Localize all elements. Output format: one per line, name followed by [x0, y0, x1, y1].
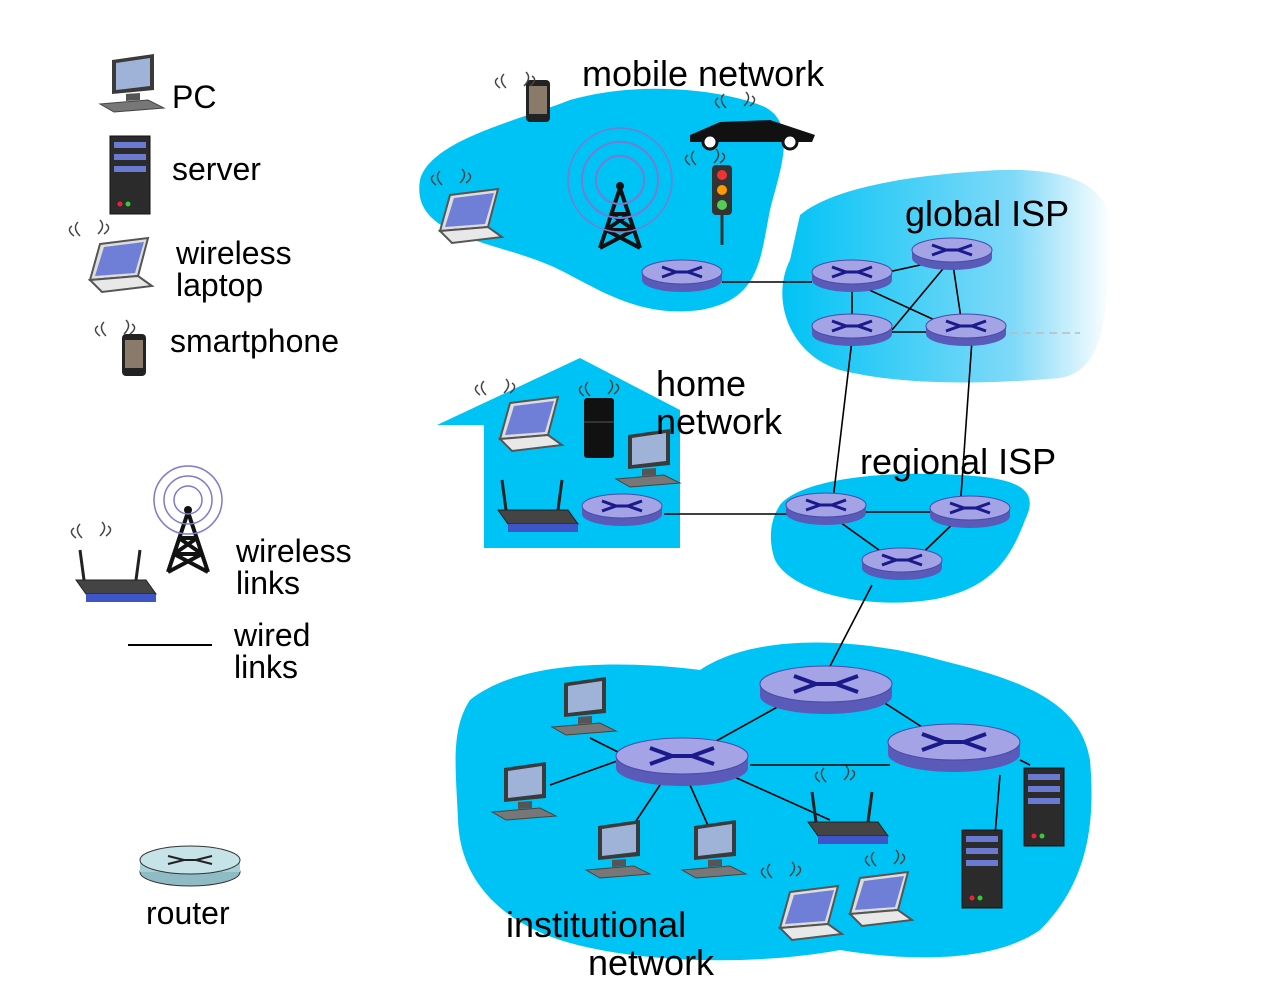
legend-server-label: server: [172, 151, 261, 187]
router-global-2: [910, 236, 994, 272]
router-global-1: [810, 258, 894, 294]
legend: PC server wireless laptop smartphone wir…: [68, 53, 352, 931]
legend-router-icon: [139, 845, 241, 887]
legend-pc-icon: [99, 53, 165, 113]
legend-wired-links-line2: links: [234, 649, 298, 685]
legend-wireless-laptop-line2: laptop: [176, 267, 263, 303]
institutional-network-label-line1: institutional: [506, 904, 686, 945]
legend-wireless-icon: [70, 521, 112, 539]
regional-isp-area: [770, 473, 1030, 603]
legend-wireless-links-line2: links: [236, 565, 300, 601]
mobile-network-area: [419, 88, 784, 312]
router-regional-2: [928, 494, 1012, 530]
legend-router-label: router: [146, 895, 230, 931]
legend-wireless-icon: [68, 219, 110, 237]
legend-pc-label: PC: [172, 79, 216, 115]
router-global-4: [924, 312, 1008, 348]
router-regional-1: [784, 491, 868, 527]
refrigerator-icon: [584, 398, 614, 458]
router-inst-3: [886, 722, 1022, 774]
router-global-3: [810, 312, 894, 348]
global-isp-label: global ISP: [905, 193, 1069, 234]
home-network-label-line1: home: [656, 363, 746, 404]
server-icon: [1023, 767, 1065, 847]
legend-server-icon: [109, 135, 151, 215]
router-regional-3: [860, 546, 944, 582]
legend-tower-icon: [153, 465, 223, 574]
router-mobile: [640, 258, 724, 294]
institutional-network-label-line2: network: [588, 942, 715, 983]
legend-laptop-icon: [89, 237, 153, 293]
home-network-label-line2: network: [656, 401, 783, 442]
mobile-network-label: mobile network: [582, 53, 825, 94]
router-inst-2: [614, 736, 750, 788]
server-icon: [961, 829, 1003, 909]
legend-smartphone-label: smartphone: [170, 323, 339, 359]
legend-wireless-laptop-line1: wireless: [175, 235, 292, 271]
cell-tower-icon: [567, 127, 673, 250]
car-icon: [690, 120, 815, 151]
router-home: [580, 492, 664, 528]
traffic-light-icon: [712, 165, 732, 245]
legend-smartphone-icon: [122, 334, 146, 376]
router-inst-1: [758, 664, 894, 716]
title-fragment: [40, 0, 500, 10]
legend-access-point-icon: [74, 548, 158, 604]
legend-wired-links-line1: wired: [233, 617, 310, 653]
regional-isp-label: regional ISP: [860, 441, 1056, 482]
institutional-network-area: [455, 642, 1092, 961]
legend-wireless-icon: [94, 319, 136, 337]
legend-wireless-links-line1: wireless: [235, 533, 352, 569]
smartphone-icon: [526, 80, 550, 122]
